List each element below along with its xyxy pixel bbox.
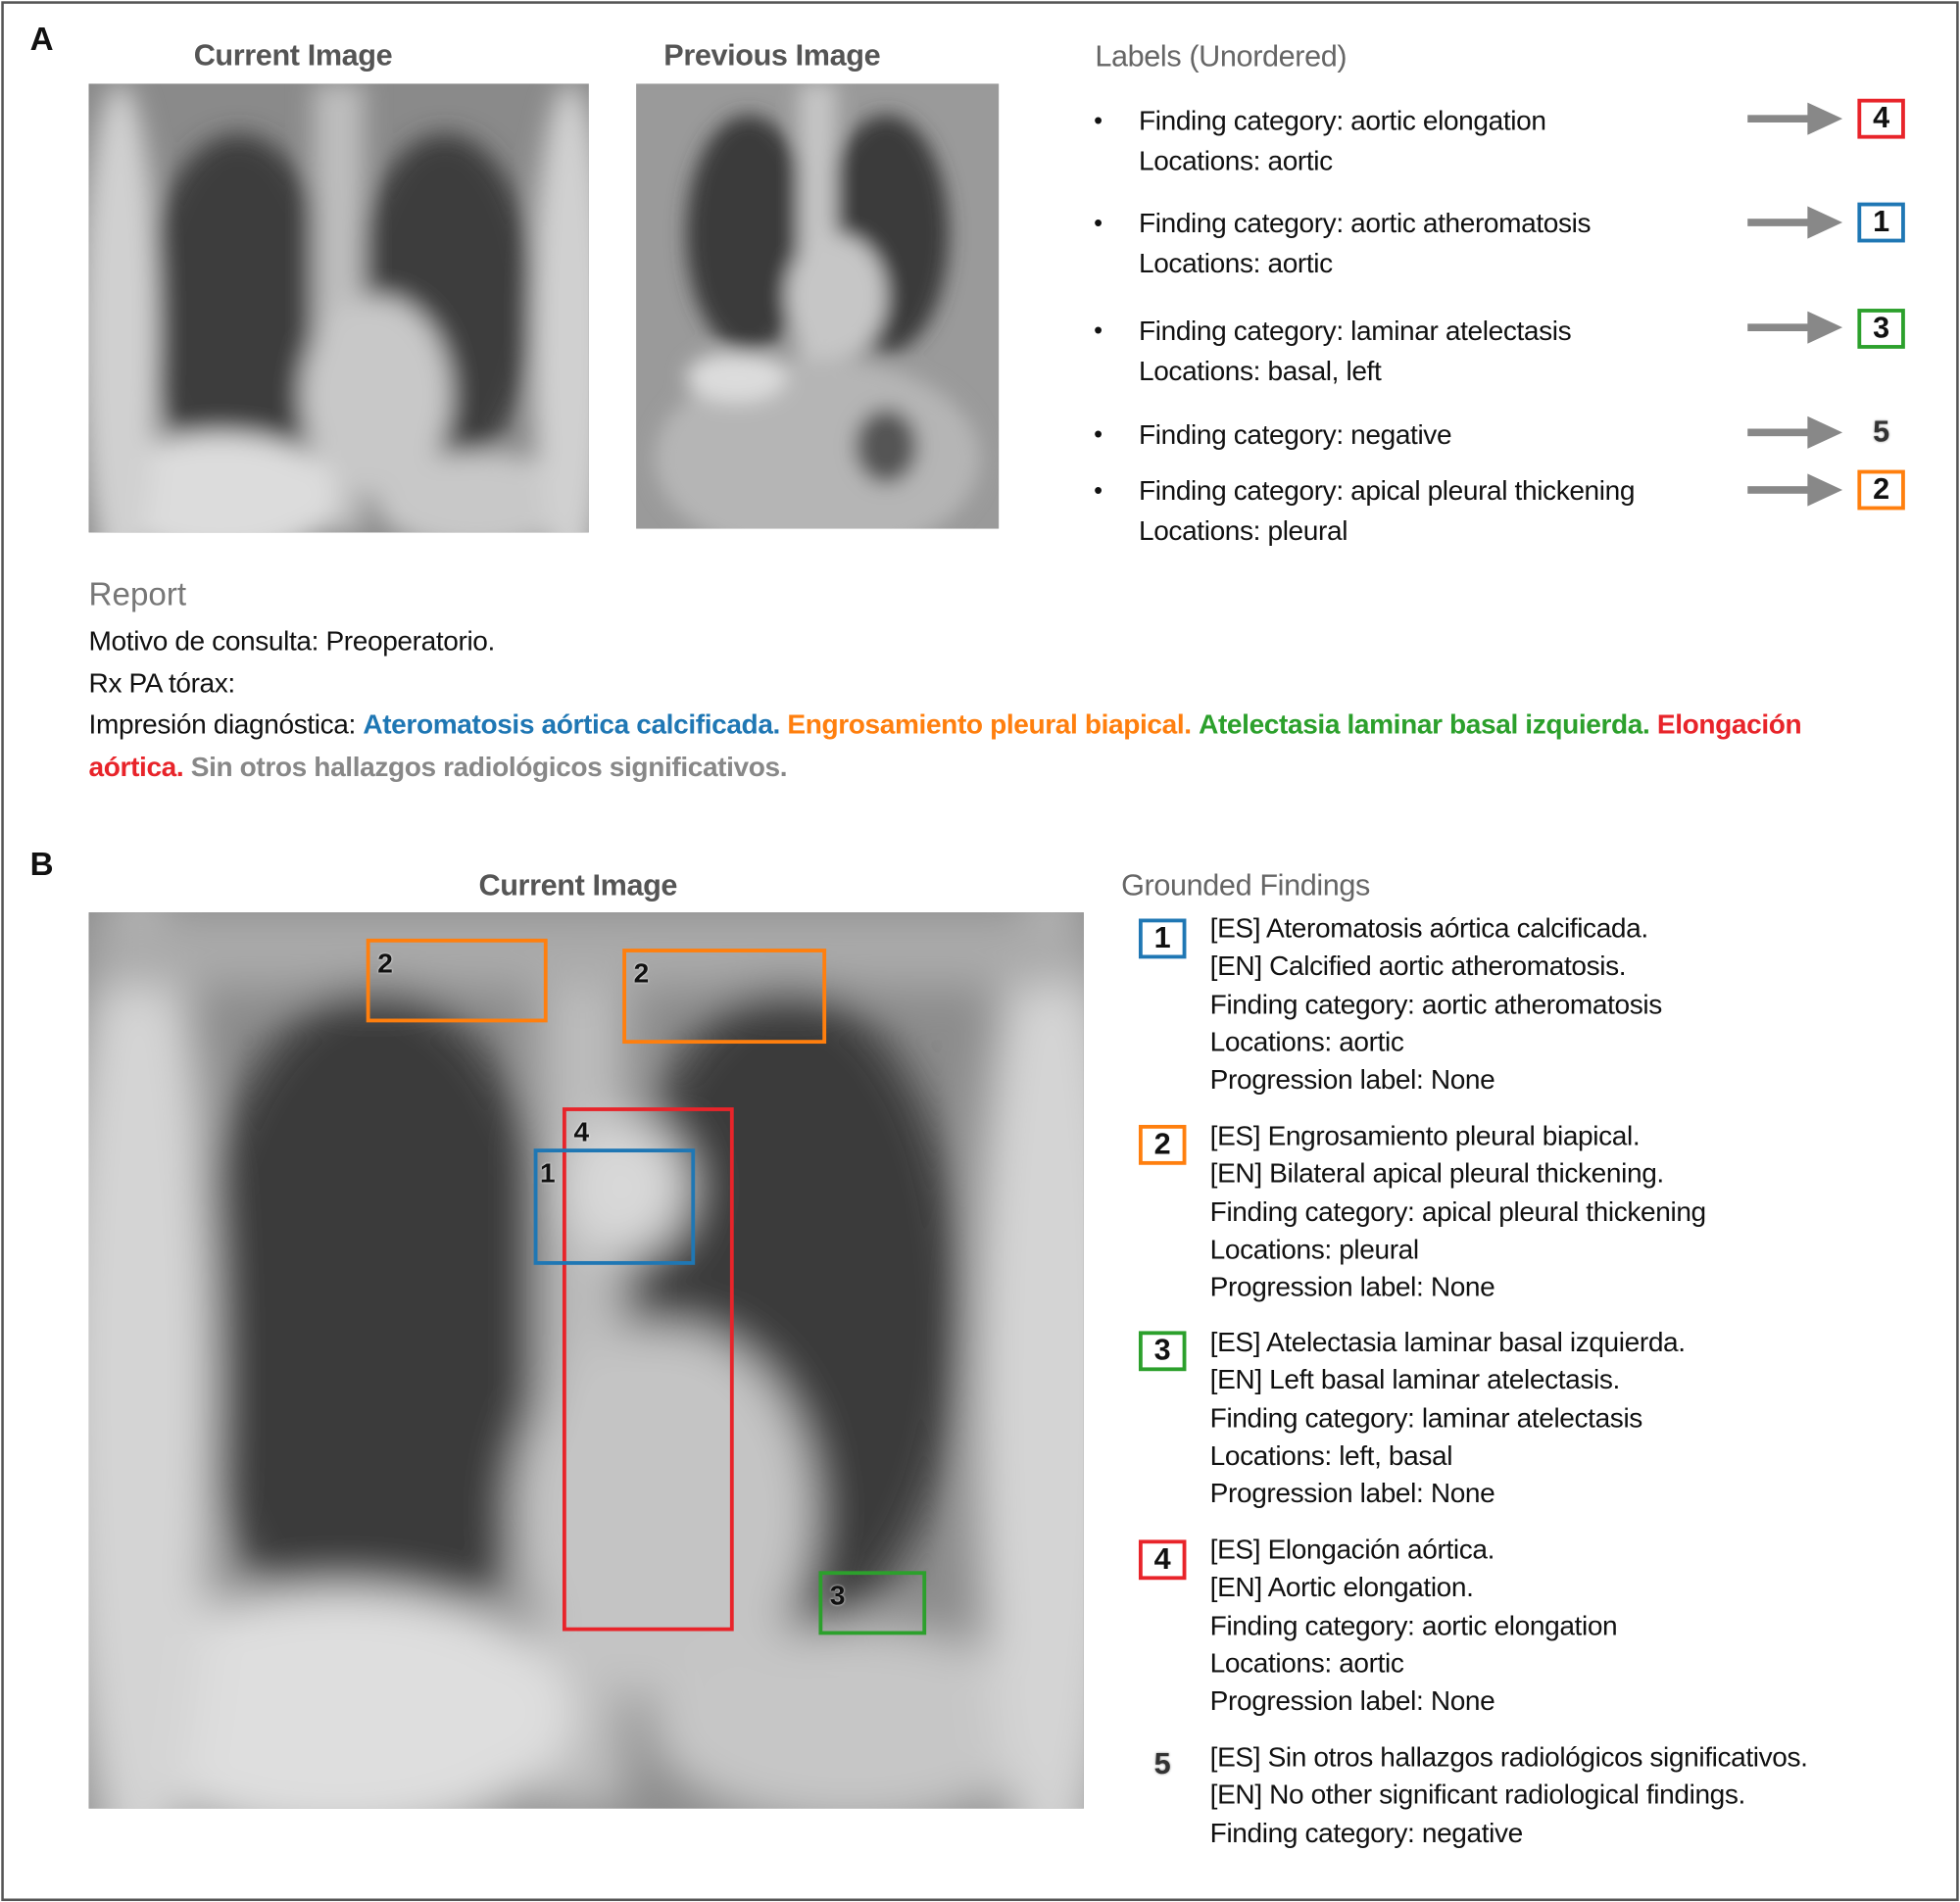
bbox-label: 4 [573,1116,590,1147]
impression-finding-2: Engrosamiento pleural biapical. [787,708,1192,741]
finding-locations: Locations: left, basal [1209,1439,1453,1472]
arrow-right-icon [1747,415,1843,449]
finding-en: [EN] Bilateral apical pleural thickening… [1209,1157,1665,1190]
report-title: Report [88,574,187,612]
finding-badge-3: 3 [1138,1331,1187,1372]
label-badge-4: 4 [1857,98,1905,139]
bbox-label: 3 [829,1580,846,1612]
bbox-label: 1 [540,1157,556,1190]
finding-progression: Progression label: None [1209,1477,1495,1509]
bullet-icon: • [1094,317,1102,346]
finding-5: [ES] Sin otros hallazgos radiológicos si… [1210,1738,1808,1852]
finding-en: [EN] Left basal laminar atelectasis. [1209,1363,1621,1395]
current-xray-image [88,83,589,533]
current-image-title: Current Image [193,38,393,73]
finding-en: [EN] Calcified aortic atheromatosis. [1209,950,1627,982]
finding-locations: Locations: aortic [1209,1646,1404,1679]
bounding-box-3-left-base: 3 [818,1571,927,1635]
finding-es: [ES] Atelectasia laminar basal izquierda… [1209,1326,1686,1358]
finding-category: Finding category: apical pleural thicken… [1209,1195,1706,1228]
bullet-icon: • [1094,477,1102,506]
finding-en: [EN] No other significant radiological f… [1209,1779,1746,1811]
label-badge-5: 5 [1873,415,1890,449]
label-category: Finding category: negative [1138,418,1452,451]
finding-category: Finding category: aortic elongation [1209,1609,1618,1641]
finding-3: [ES] Atelectasia laminar basal izquierda… [1210,1324,1686,1513]
finding-progression: Progression label: None [1209,1684,1495,1717]
arrow-right-icon [1747,102,1843,135]
finding-4: [ES] Elongación aórtica. [EN] Aortic elo… [1210,1531,1618,1720]
current-image-title-b: Current Image [478,868,678,902]
current-xray-grounded-image: 2 2 4 1 3 [88,912,1084,1809]
bullet-icon: • [1094,420,1102,449]
label-badge-1: 1 [1857,202,1905,243]
label-category: Finding category: aortic elongation [1138,105,1546,137]
finding-category: Finding category: laminar atelectasis [1209,1401,1643,1434]
arrow-right-icon [1747,206,1843,239]
finding-badge-4: 4 [1138,1539,1187,1581]
label-locations: Locations: basal, left [1138,355,1382,387]
finding-es: [ES] Sin otros hallazgos radiológicos si… [1209,1740,1808,1773]
impression-finding-4: Elongación aórtica. [88,708,1802,783]
label-badge-3: 3 [1857,309,1905,349]
report-line-reason: Motivo de consulta: Preoperatorio. [88,624,496,657]
bullet-icon: • [1094,210,1102,238]
arrow-right-icon [1747,311,1843,344]
finding-2: [ES] Engrosamiento pleural biapical. [EN… [1210,1117,1706,1306]
finding-category: Finding category: negative [1209,1817,1524,1848]
finding-badge-5: 5 [1153,1747,1171,1781]
finding-badge-1: 1 [1138,918,1187,959]
label-locations: Locations: aortic [1138,247,1333,279]
label-category: Finding category: apical pleural thicken… [1138,474,1636,507]
impression-finding-3: Atelectasia laminar basal izquierda. [1199,708,1650,741]
finding-en: [EN] Aortic elongation. [1209,1571,1474,1603]
panel-letter-a: A [29,20,54,58]
finding-es: [ES] Ateromatosis aórtica calcificada. [1209,912,1649,945]
label-locations: Locations: pleural [1138,514,1348,547]
bbox-label: 2 [377,947,393,979]
labels-title: Labels (Unordered) [1095,39,1348,74]
bounding-box-2-right-apex: 2 [366,938,548,1023]
report-impression: Impresión diagnóstica: Ateromatosis aórt… [89,704,1839,789]
finding-locations: Locations: aortic [1209,1026,1404,1057]
finding-progression: Progression label: None [1209,1271,1495,1303]
arrow-right-icon [1747,473,1843,507]
bounding-box-1-aortic-knob: 1 [533,1148,696,1265]
bbox-label: 2 [633,957,650,989]
bounding-box-2-left-apex: 2 [622,949,827,1045]
impression-prefix: Impresión diagnóstica: [88,708,364,741]
label-badge-2: 2 [1857,469,1905,511]
bullet-icon: • [1094,107,1102,135]
label-locations: Locations: aortic [1138,144,1333,176]
report-line-exam: Rx PA tórax: [88,667,236,700]
finding-progression: Progression label: None [1209,1063,1495,1096]
finding-es: [ES] Engrosamiento pleural biapical. [1209,1119,1641,1151]
previous-xray-image [636,83,1000,529]
finding-category: Finding category: aortic atheromatosis [1209,988,1663,1020]
finding-1: [ES] Ateromatosis aórtica calcificada. [… [1209,910,1663,1099]
finding-locations: Locations: pleural [1209,1233,1419,1265]
bounding-box-4-aorta: 4 [562,1107,734,1632]
label-category: Finding category: laminar atelectasis [1138,315,1572,347]
grounded-findings-title: Grounded Findings [1121,868,1370,902]
previous-image-title: Previous Image [663,38,881,73]
label-category: Finding category: aortic atheromatosis [1138,207,1592,239]
impression-finding-1: Ateromatosis aórtica calcificada. [363,708,780,741]
finding-es: [ES] Elongación aórtica. [1209,1534,1495,1565]
panel-letter-b: B [29,845,54,883]
finding-badge-2: 2 [1138,1124,1187,1165]
impression-finding-5: Sin otros hallazgos radiológicos signifi… [190,751,788,783]
